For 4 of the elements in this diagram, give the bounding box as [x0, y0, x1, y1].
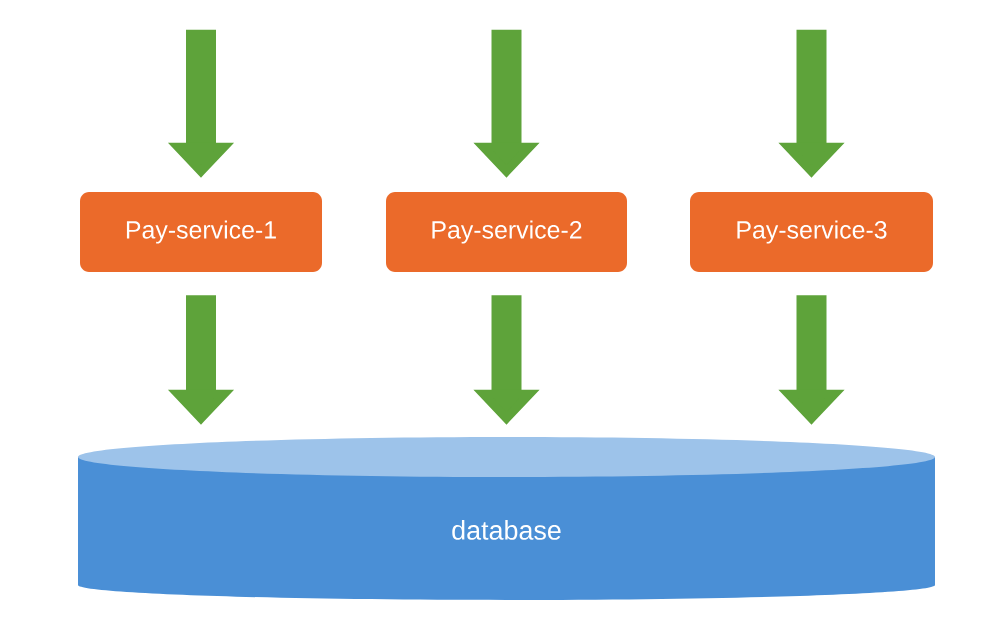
service-box: Pay-service-2 [386, 192, 627, 272]
service-box: Pay-service-3 [690, 192, 933, 272]
service-box: Pay-service-1 [80, 192, 322, 272]
database-cylinder: database [78, 437, 935, 600]
